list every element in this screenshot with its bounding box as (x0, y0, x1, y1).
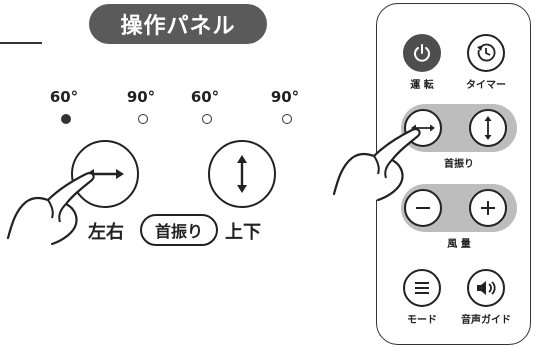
timer-label: タイマー (466, 80, 506, 91)
angle-indicator-ud-60 (202, 114, 212, 124)
mode-button[interactable] (403, 269, 441, 307)
fan-up-button[interactable] (469, 189, 507, 227)
angle-label-lr-60: 60° (49, 88, 79, 106)
power-label: 運 転 (410, 80, 434, 91)
timer-button[interactable] (467, 34, 505, 72)
angle-indicator-lr-60 (61, 114, 71, 124)
angle-label-lr-90: 90° (126, 88, 156, 106)
remote-swing-label: 首振り (444, 159, 474, 170)
voice-guide-label: 音声ガイド (461, 315, 511, 326)
double-arrow-vertical-icon (237, 155, 247, 193)
menu-lines-icon (415, 282, 429, 294)
plus-icon (481, 201, 495, 215)
double-arrow-vertical-icon (484, 116, 492, 140)
angle-indicator-ud-90 (282, 114, 292, 124)
timer-clock-icon (477, 43, 496, 62)
swing-label-pill: 首振り (140, 214, 218, 246)
fan-label: 風 量 (447, 239, 471, 250)
up-down-swing-button[interactable] (208, 140, 276, 208)
power-button[interactable] (403, 34, 441, 72)
power-icon (414, 44, 430, 62)
voice-guide-button[interactable] (467, 269, 505, 307)
angle-label-ud-60: 60° (190, 88, 220, 106)
title-underline (0, 42, 42, 44)
remote-up-down-button[interactable] (469, 109, 507, 147)
pointing-hand-icon (332, 128, 421, 202)
speaker-icon (477, 281, 496, 295)
angle-indicator-lr-90 (138, 114, 148, 124)
fan-down-button[interactable] (404, 189, 442, 227)
pointing-hand-icon (6, 172, 95, 246)
minus-icon (416, 207, 430, 209)
remote-control (376, 3, 531, 345)
mode-label: モード (407, 315, 437, 326)
left-right-swing-button[interactable] (71, 140, 139, 208)
angle-label-ud-90: 90° (270, 88, 300, 106)
left-right-label: 左右 (88, 222, 124, 243)
panel-title: 操作パネル (89, 4, 267, 44)
up-down-label: 上下 (225, 222, 261, 243)
